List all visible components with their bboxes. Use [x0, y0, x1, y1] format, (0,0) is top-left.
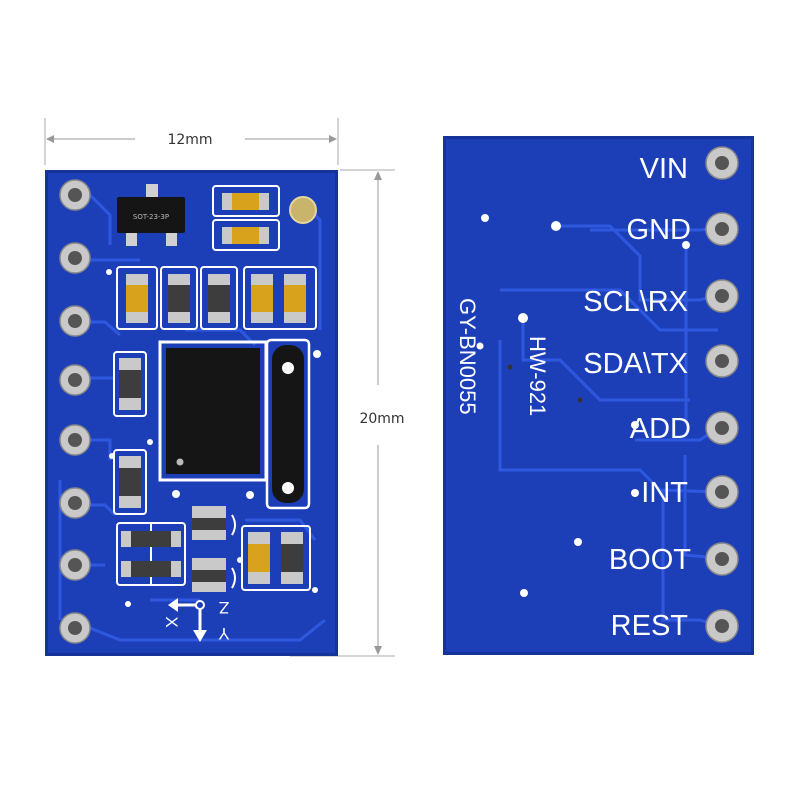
back-pin: [705, 212, 739, 246]
back-pin: [705, 475, 739, 509]
axis-x-label: X: [162, 616, 181, 627]
front-header-pins: [59, 179, 91, 644]
front-pin: [59, 179, 91, 211]
back-board: HW-921 GY-BN0055 VIN GND SCL\RX SDA\TX A…: [443, 136, 754, 655]
axis-y-label: Y: [218, 624, 229, 643]
voltage-regulator: SOT-23-3P: [117, 184, 185, 246]
regulator-label: SOT-23-3P: [133, 213, 169, 221]
fiducial-mark: [289, 196, 317, 224]
front-traces: [58, 193, 326, 642]
front-board: SOT-23-3P: [45, 170, 338, 656]
crystal-oscillator: [265, 338, 311, 510]
height-label: 20mm: [359, 411, 404, 427]
passive-row: [116, 266, 317, 330]
pin-label-add: ADD: [630, 413, 691, 445]
pin-label-gnd: GND: [627, 214, 691, 246]
back-vias: [476, 214, 690, 597]
pin-labels: VIN GND SCL\RX SDA\TX ADD INT BOOT REST: [583, 153, 691, 642]
axis-indicator: X Y Z: [162, 598, 230, 643]
pin-label-scl: SCL\RX: [583, 286, 688, 318]
width-dimension: 12mm: [44, 118, 339, 165]
sensor-ic: [158, 340, 268, 482]
front-vias: [106, 269, 321, 609]
left-resistors: [113, 351, 147, 515]
model-silkscreen: HW-921: [525, 336, 550, 416]
front-pin: [59, 487, 91, 519]
pin-label-rest: REST: [611, 610, 689, 642]
top-capacitors: [212, 185, 317, 251]
axis-z-label: Z: [219, 598, 229, 617]
pin-label-int: INT: [641, 477, 688, 509]
back-pin: [705, 411, 739, 445]
width-label: 12mm: [167, 132, 212, 148]
front-pin: [59, 612, 91, 644]
front-pin: [59, 242, 91, 274]
pin-label-vin: VIN: [640, 153, 688, 185]
front-pin: [59, 305, 91, 337]
bottom-components: [116, 506, 311, 592]
pin-label-sda: SDA\TX: [583, 348, 688, 380]
back-pin: [705, 279, 739, 313]
front-pin: [59, 549, 91, 581]
back-pin: [705, 609, 739, 643]
pin-label-boot: BOOT: [609, 544, 691, 576]
back-pin: [705, 146, 739, 180]
part-silkscreen: GY-BN0055: [455, 298, 480, 415]
back-pin: [705, 344, 739, 378]
front-pin: [59, 364, 91, 396]
back-pin: [705, 542, 739, 576]
back-header-pins: [705, 146, 739, 643]
front-pin: [59, 424, 91, 456]
